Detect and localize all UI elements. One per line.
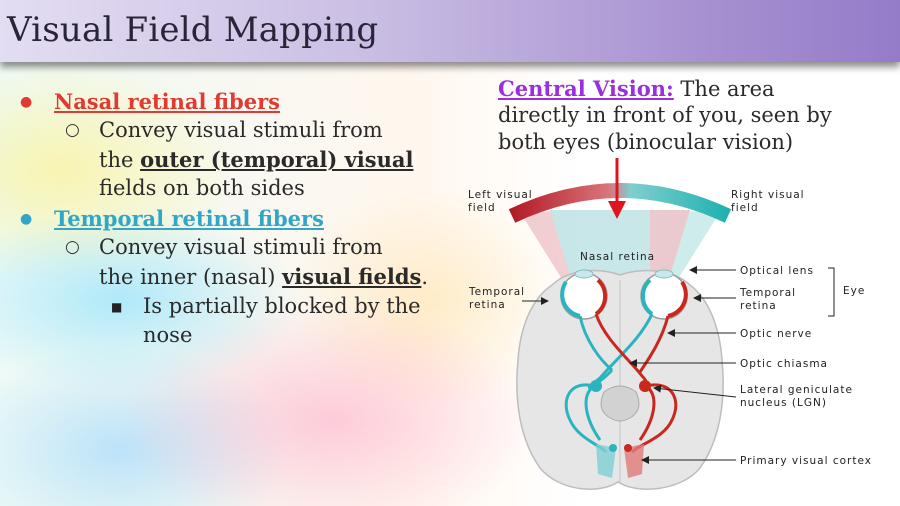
left-lgn bbox=[590, 380, 602, 392]
left-cortex bbox=[596, 444, 616, 478]
nasal-fibers-heading-text: Nasal retinal fibers bbox=[54, 89, 280, 114]
label-right-visual-field-1: Right visual bbox=[731, 189, 805, 201]
sub-bullet-marker: ○ bbox=[65, 120, 80, 140]
eye-bracket bbox=[828, 267, 835, 317]
label-left-visual-field-1: Left visual bbox=[468, 189, 533, 201]
square-bullet-marker: ■ bbox=[111, 300, 123, 314]
central-vision-line2: directly in front of you, seen by bbox=[498, 103, 832, 127]
label-primary-visual-cortex: Primary visual cortex bbox=[740, 455, 872, 467]
nasal-sub-line2-emphasis: outer (temporal) visual bbox=[140, 147, 414, 172]
label-optic-chiasma: Optic chiasma bbox=[740, 358, 828, 370]
pointer-lgn bbox=[653, 384, 737, 398]
cortex-dot bbox=[624, 444, 632, 452]
label-lgn-2: nucleus (LGN) bbox=[740, 397, 827, 409]
nasal-sub-line3: fields on both sides bbox=[99, 176, 305, 200]
bullet-marker: ● bbox=[20, 94, 33, 110]
label-optic-nerve: Optic nerve bbox=[740, 328, 812, 340]
label-eye: Eye bbox=[843, 285, 865, 297]
sub-bullet-marker: ○ bbox=[65, 237, 80, 257]
label-temporal-retina-right-2: retina bbox=[740, 300, 777, 312]
slide-title: Visual Field Mapping bbox=[7, 10, 379, 50]
central-vision-line1: Central Vision: The area bbox=[498, 75, 775, 103]
visual-field-arc bbox=[508, 183, 732, 223]
temporal-fibers-heading: Temporal retinal fibers bbox=[54, 204, 324, 234]
right-eye bbox=[640, 269, 688, 320]
label-nasal-retina: Nasal retina bbox=[580, 251, 655, 263]
label-temporal-retina-left-1: Temporal bbox=[468, 286, 525, 298]
right-cortex bbox=[624, 444, 644, 478]
nasal-sub-line2-prefix: the bbox=[99, 148, 141, 172]
nasal-fibers-heading: Nasal retinal fibers bbox=[54, 87, 280, 117]
title-bar: Visual Field Mapping bbox=[0, 0, 900, 62]
nose-line2: nose bbox=[143, 323, 193, 347]
label-temporal-retina-right-1: Temporal bbox=[739, 287, 796, 299]
cortex-dot bbox=[609, 444, 617, 452]
brain-stem bbox=[600, 385, 640, 422]
temporal-fibers-heading-text: Temporal retinal fibers bbox=[54, 206, 324, 231]
temporal-sub-line2: the inner (nasal) visual fields. bbox=[99, 262, 428, 292]
label-temporal-retina-left-2: retina bbox=[469, 299, 506, 311]
left-eye bbox=[560, 269, 608, 320]
temporal-sub-line2-emphasis: visual fields bbox=[282, 264, 422, 289]
center-cone-teal bbox=[550, 210, 650, 282]
nasal-sub-line1: Convey visual stimuli from bbox=[99, 118, 383, 142]
label-left-visual-field-2: field bbox=[468, 202, 496, 214]
central-vision-line1-rest: The area bbox=[673, 77, 775, 101]
right-lgn bbox=[639, 380, 651, 392]
temporal-sub-line1: Convey visual stimuli from bbox=[99, 235, 383, 259]
nasal-sub-line2: the outer (temporal) visual bbox=[99, 145, 413, 175]
nose-line1: Is partially blocked by the bbox=[143, 294, 421, 318]
label-optical-lens: Optical lens bbox=[740, 265, 814, 277]
temporal-sub-line2-prefix: the inner (nasal) bbox=[99, 265, 283, 289]
temporal-sub-line2-suffix: . bbox=[421, 265, 429, 289]
label-right-visual-field-2: field bbox=[731, 202, 759, 214]
bullet-marker: ● bbox=[20, 211, 33, 227]
central-vision-label: Central Vision: bbox=[498, 76, 674, 101]
central-vision-line3: both eyes (binocular vision) bbox=[498, 130, 794, 154]
label-lgn-1: Lateral geniculate bbox=[740, 384, 853, 396]
